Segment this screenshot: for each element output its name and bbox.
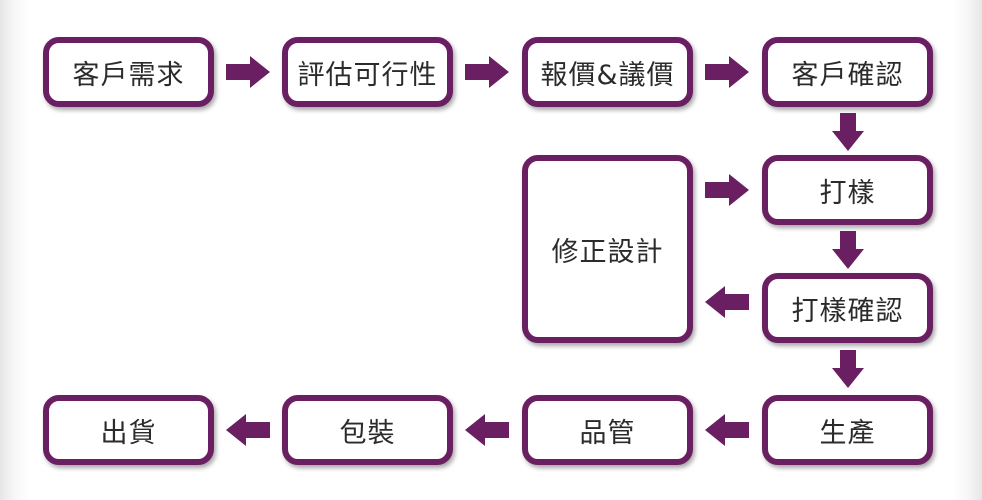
node-shipping: 出貨 [43, 395, 214, 465]
node-label: 出貨 [100, 417, 157, 449]
arrow-right-icon [465, 54, 509, 90]
arrow-left-icon [226, 412, 270, 448]
arrow-down-icon [830, 350, 866, 388]
node-label: 修正設計 [551, 236, 664, 268]
arrow-left-icon [465, 412, 509, 448]
node-label: 生產 [819, 417, 876, 449]
node-customer-request: 客戶需求 [43, 37, 214, 107]
node-customer-confirm: 客戶確認 [762, 37, 933, 107]
node-quote: 報價&議價 [522, 37, 693, 107]
arrow-right-icon [226, 54, 270, 90]
node-label: 品管 [579, 417, 636, 449]
arrow-right-icon [705, 172, 749, 208]
arrow-right-icon [705, 54, 749, 90]
node-sample: 打樣 [762, 155, 933, 225]
node-label: 評估可行性 [297, 59, 438, 91]
node-production: 生產 [762, 395, 933, 465]
node-label: 包裝 [339, 417, 396, 449]
node-label: 打樣 [819, 177, 876, 209]
arrow-down-icon [830, 113, 866, 151]
node-feasibility: 評估可行性 [282, 37, 453, 107]
arrow-down-icon [830, 231, 866, 269]
arrow-left-icon [705, 412, 749, 448]
node-sample-confirm: 打樣確認 [762, 273, 933, 343]
node-quality-control: 品管 [522, 395, 693, 465]
node-packaging: 包裝 [282, 395, 453, 465]
arrow-left-icon [705, 284, 749, 320]
node-revise-design: 修正設計 [522, 155, 693, 343]
node-label: 打樣確認 [791, 295, 904, 327]
node-label: 報價&議價 [540, 59, 675, 91]
node-label: 客戶確認 [791, 59, 904, 91]
node-label: 客戶需求 [72, 59, 185, 91]
